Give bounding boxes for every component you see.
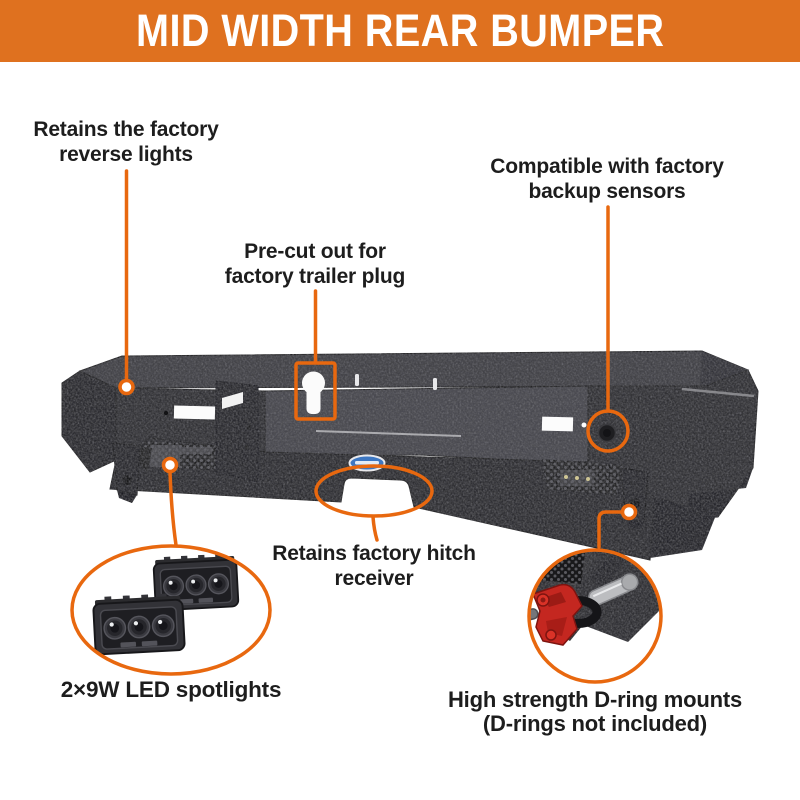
detail-circle-dring [527,548,663,684]
bumper-right-bottom-bevel [688,468,753,519]
panel-slit-1 [355,374,359,386]
callout-trailer-plug: Pre-cut out for factory trailer plug [185,239,445,289]
dring-tab-left [112,442,152,503]
callout-graphics [118,169,638,549]
callout-reverse-lights-line2: reverse lights [59,143,193,166]
callout-trailer-plug-line1: Pre-cut out for [244,240,386,263]
callout-led-spotlights-label: 2×9W LED spotlights [60,677,282,702]
dring-mesh-patch [536,551,585,584]
callout-hitch-receiver: Retains factory hitch receiver [244,541,504,591]
callout-hitch-receiver-line2: receiver [334,567,414,590]
sensor-cutout-right [541,416,574,432]
callout-line-led [168,470,178,547]
callout-dot-led [161,456,179,474]
sensor-hole [597,423,617,443]
bumper-left-endcap [61,370,117,473]
bumper-top-step [78,350,750,389]
callout-backup-sensors: Compatible with factory backup sensors [457,154,757,204]
callout-trailer-plug-line2: factory trailer plug [224,265,406,288]
callout-line-dring [597,510,624,549]
page-title: MID WIDTH REAR BUMPER [135,5,665,56]
keyhole-cutout [302,371,325,414]
led-spotlight-front [91,591,186,656]
dring-mount-closeup [530,583,583,646]
highlight-circle-backup-sensor [586,409,630,453]
callout-dring-mounts-line2: (D-rings not included) [482,710,708,736]
highlight-rect-trailer-plug [294,361,337,421]
callout-dot-dring [620,503,638,521]
callout-reverse-lights-line1: Retains the factory [33,118,219,141]
callout-backup-sensors-line1: Compatible with factory [490,155,724,178]
callout-dring-mounts: High strength D-ring mounts (D-rings not… [415,688,775,735]
callout-dring-mounts-line1: High strength D-ring mounts [447,687,743,712]
edge-highlight-right [681,387,755,398]
callout-led-spotlights: 2×9W LED spotlights [21,677,321,702]
callout-backup-sensors-line2: backup sensors [528,180,686,203]
callout-hitch-receiver-line1: Retains factory hitch [272,542,476,565]
detail-circle-led [70,544,272,676]
mesh-right [542,459,622,495]
right-box-hole [581,422,587,428]
bumper-illustration [61,350,759,561]
title-banner: MID WIDTH REAR BUMPER [0,0,800,62]
left-box-hole [163,410,169,416]
bumper-valance-right-facet [650,497,716,558]
reverse-light-cutout-left [173,405,216,420]
bumper-details [163,371,755,472]
callout-line-hitch [371,515,379,542]
bracket-slot [222,392,243,409]
callout-dot-reverse-lights [118,378,135,396]
panel-slit-2 [433,378,437,390]
callout-reverse-lights: Retains the factory reverse lights [6,117,246,167]
step-highlight [315,430,462,437]
